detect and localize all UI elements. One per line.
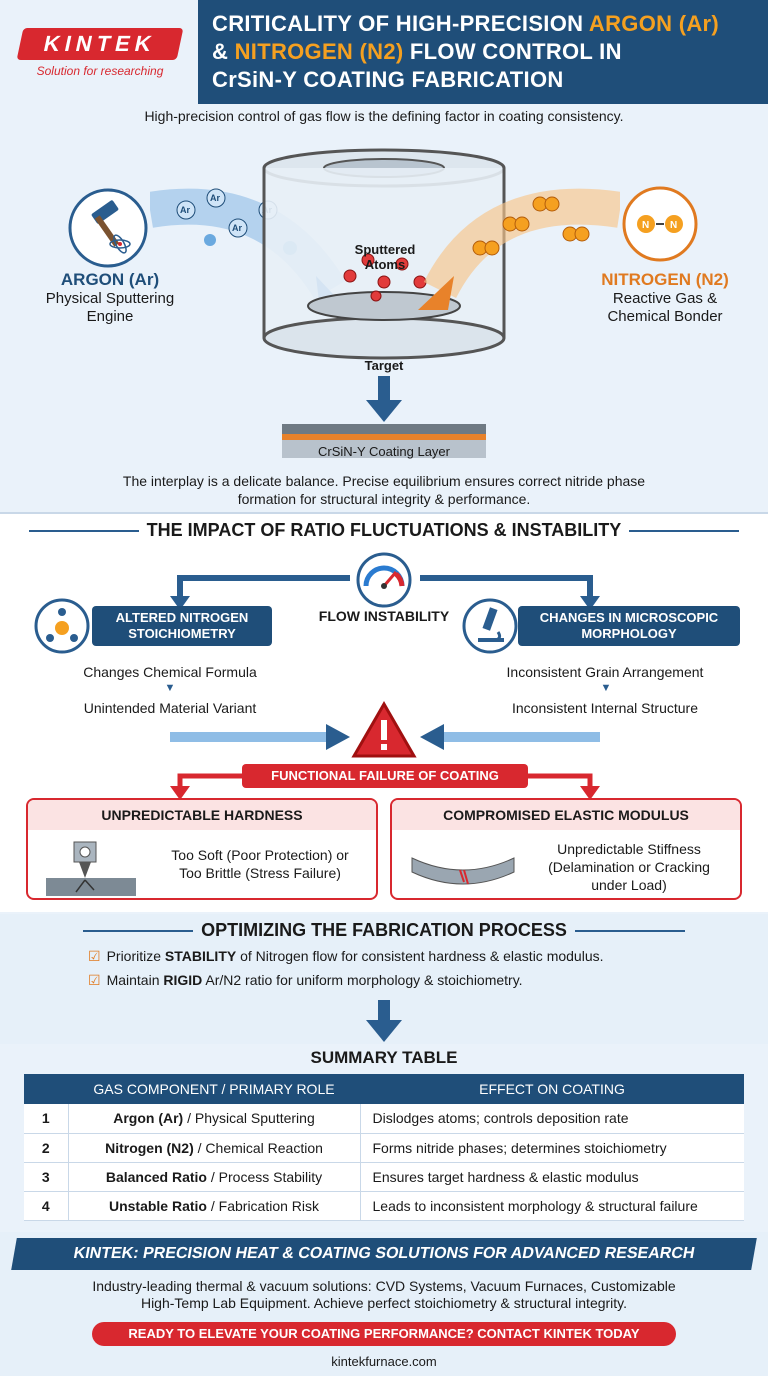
right-step-2: Inconsistent Internal Structure — [512, 700, 698, 716]
converge-arrows — [170, 724, 600, 750]
left-step-2: Unintended Material Variant — [83, 700, 257, 716]
balance-note: The interplay is a delicate balance. Pre… — [122, 473, 646, 507]
warning-icon — [351, 700, 417, 758]
svg-text:N: N — [642, 220, 649, 231]
optimize-item-2: ☑Maintain RIGID Ar/N2 ratio for uniform … — [88, 972, 523, 988]
subtitle: High-precision control of gas flow is th… — [144, 108, 624, 124]
summary-title: SUMMARY TABLE — [310, 1048, 458, 1067]
footer-banner: KINTEK: PRECISION HEAT & COATING SOLUTIO… — [11, 1238, 757, 1270]
footer-description: Industry-leading thermal & vacuum soluti… — [92, 1278, 676, 1311]
nitrogen-molecule-icon: N N — [622, 186, 698, 262]
table-row: 1 Argon (Ar) / Physical Sputtering Dislo… — [24, 1104, 744, 1134]
page-title: CRITICALITY OF HIGH-PRECISION ARGON (Ar)… — [198, 0, 768, 104]
optimize-section: OPTIMIZING THE FABRICATION PROCESS ☑Prio… — [0, 914, 768, 1044]
kintek-logo[interactable]: KINTEK Solution for researching — [16, 28, 184, 78]
down-arrow-icon — [366, 376, 402, 422]
down-arrow-icon — [366, 1000, 402, 1042]
hardness-card: UNPREDICTABLE HARDNESS Too Soft (Poor Pr… — [26, 798, 378, 900]
target-label: Target — [364, 358, 404, 373]
table-header-effect: EFFECT ON COATING — [360, 1074, 744, 1104]
left-step-arrow-icon: ▼ — [164, 682, 176, 694]
bent-beam-icon — [411, 857, 515, 885]
sputtering-chamber-section: ARGON (Ar) Physical Sputtering Engine Ar… — [0, 130, 768, 510]
summary-table: GAS COMPONENT / PRIMARY ROLE EFFECT ON C… — [24, 1074, 744, 1221]
impact-title: THE IMPACT OF RATIO FLUCTUATIONS & INSTA… — [0, 520, 768, 541]
nitrogen-label: NITROGEN (N2) Reactive Gas & Chemical Bo… — [601, 270, 729, 325]
elastic-title: COMPROMISED ELASTIC MODULUS — [392, 800, 740, 830]
flow-instability-label: FLOW INSTABILITY — [318, 608, 450, 624]
svg-text:N: N — [670, 220, 677, 231]
failure-split-arrows — [170, 773, 600, 800]
table-row: 2 Nitrogen (N2) / Chemical Reaction Form… — [24, 1133, 744, 1163]
gauge-icon — [356, 552, 412, 608]
molecule-icon — [34, 598, 90, 654]
split-arrows — [170, 575, 600, 610]
logo-wordmark: KINTEK — [16, 28, 184, 60]
svg-text:Ar: Ar — [210, 193, 220, 203]
svg-text:Ar: Ar — [232, 223, 242, 233]
right-step-arrow-icon: ▼ — [600, 682, 612, 694]
optimize-title: OPTIMIZING THE FABRICATION PROCESS — [0, 920, 768, 941]
functional-failure-badge: FUNCTIONAL FAILURE OF COATING — [242, 764, 528, 788]
website-link[interactable]: kintekfurnace.com — [331, 1354, 437, 1369]
table-row: 4 Unstable Ratio / Fabrication Risk Lead… — [24, 1191, 744, 1221]
coating-layer-graphic — [282, 424, 486, 458]
table-row: 3 Balanced Ratio / Process Stability Ens… — [24, 1162, 744, 1192]
elastic-modulus-card: COMPROMISED ELASTIC MODULUS Unpredictabl… — [390, 798, 742, 900]
coating-layer-label: CrSiN-Y Coating Layer — [318, 444, 450, 459]
table-header-row: GAS COMPONENT / PRIMARY ROLE EFFECT ON C… — [24, 1074, 744, 1104]
argon-label: ARGON (Ar) Physical Sputtering Engine — [45, 270, 175, 325]
right-step-1: Inconsistent Grain Arrangement — [506, 664, 704, 680]
title-line-2: & NITROGEN (N2) FLOW CONTROL IN — [212, 39, 622, 64]
checkmark-icon: ☑ — [88, 948, 101, 964]
checkmark-icon: ☑ — [88, 972, 101, 988]
impact-section: THE IMPACT OF RATIO FLUCTUATIONS & INSTA… — [0, 512, 768, 912]
indenter-icon — [46, 841, 136, 896]
left-step-1: Changes Chemical Formula — [83, 664, 257, 680]
title-line-3: CrSiN-Y COATING FABRICATION — [212, 67, 564, 92]
title-line-1: CRITICALITY OF HIGH-PRECISION ARGON (Ar) — [212, 11, 720, 36]
contact-cta-button[interactable]: READY TO ELEVATE YOUR COATING PERFORMANC… — [92, 1322, 676, 1346]
svg-text:Ar: Ar — [180, 205, 190, 215]
elastic-text: Unpredictable Stiffness(Delamination or … — [548, 841, 710, 893]
hardness-title: UNPREDICTABLE HARDNESS — [28, 800, 376, 830]
logo-tagline: Solution for researching — [36, 64, 164, 78]
hammer-atom-icon — [68, 188, 148, 268]
footer: KINTEK: PRECISION HEAT & COATING SOLUTIO… — [0, 1232, 768, 1376]
optimize-item-1: ☑Prioritize STABILITY of Nitrogen flow f… — [88, 948, 604, 964]
table-header-component: GAS COMPONENT / PRIMARY ROLE — [68, 1074, 360, 1104]
header: KINTEK Solution for researching CRITICAL… — [0, 0, 768, 104]
nitrogen-flow-arrow — [418, 188, 620, 310]
microscope-icon — [462, 598, 518, 654]
table-header-num — [24, 1074, 68, 1104]
